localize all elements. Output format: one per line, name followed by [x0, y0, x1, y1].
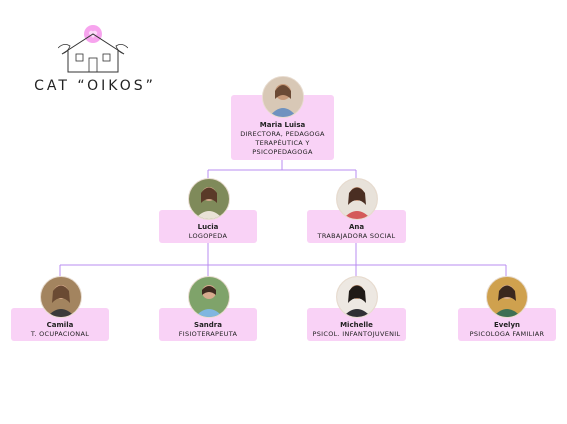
- node-role: TRABAJADORA SOCIAL: [317, 232, 396, 240]
- house-hands-heart-icon: [58, 25, 128, 73]
- logo: CAT “OIKOS”: [30, 24, 160, 94]
- node-role: T. OCUPACIONAL: [30, 330, 90, 338]
- avatar: [188, 276, 230, 318]
- node-role: LOGOPEDA: [188, 232, 228, 240]
- node-role: PSICOLOGA FAMILIAR: [469, 330, 545, 338]
- node-role: PSICOL. INFANTOJUVENIL: [312, 330, 401, 338]
- node-name: Maria Luisa: [259, 121, 306, 129]
- node-role: DIRECTORA, PEDAGOGA TERAPÉUTICA Y PSICOP…: [240, 130, 325, 156]
- avatar: [336, 178, 378, 220]
- avatar: [336, 276, 378, 318]
- node-name: Camila: [46, 321, 74, 329]
- card-michelle: Michelle PSICOL. INFANTOJUVENIL: [307, 308, 406, 341]
- node-name: Ana: [348, 223, 365, 231]
- avatar: [40, 276, 82, 318]
- node-name: Lucia: [197, 223, 219, 231]
- node-name: Evelyn: [493, 321, 521, 329]
- logo-title: CAT “OIKOS”: [34, 78, 156, 94]
- avatar: [188, 178, 230, 220]
- avatar: [262, 76, 304, 118]
- node-name: Michelle: [340, 321, 373, 329]
- node-role: FISIOTERAPEUTA: [178, 330, 238, 338]
- avatar: [486, 276, 528, 318]
- node-name: Sandra: [194, 321, 222, 329]
